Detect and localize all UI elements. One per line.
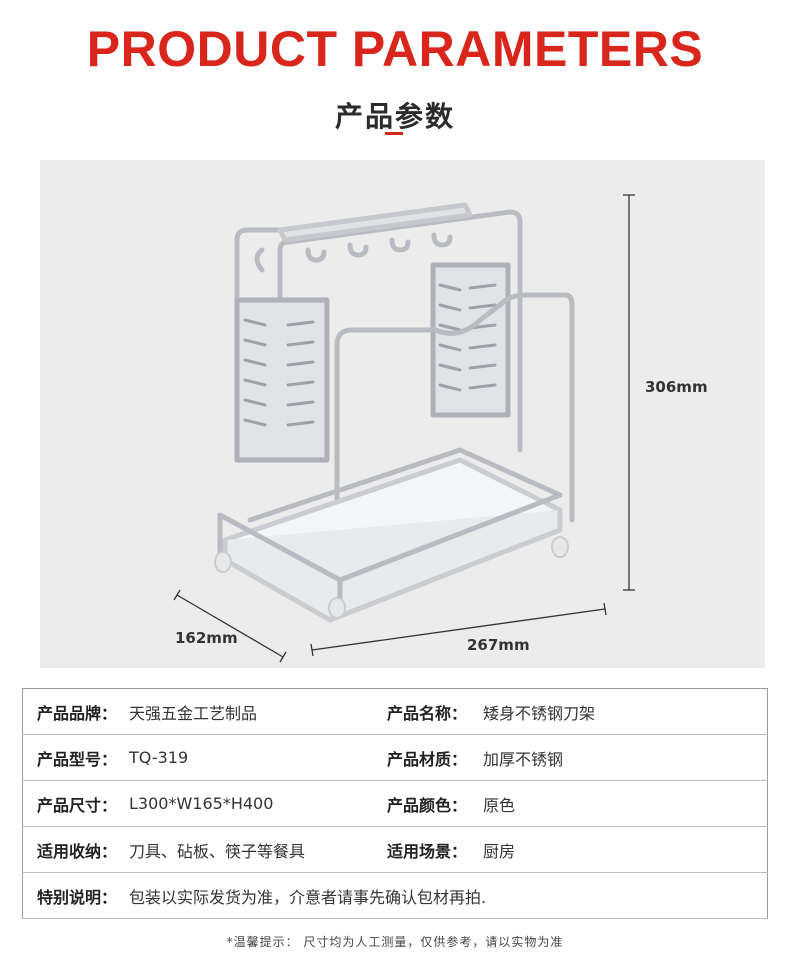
spec-row: 产品品牌： 天强五金工艺制品 产品名称： 矮身不锈钢刀架 [22,688,768,735]
storage-label: 适用收纳： [22,826,129,873]
footnote: *温馨提示： 尺寸均为人工测量，仅供参考，请以实物为准 [226,935,564,949]
note-value: 包装以实际发货为准，介意者请事先确认包材再拍. [129,872,768,919]
page-title: PRODUCT PARAMETERS [86,21,704,77]
dimension-depth-label: 162mm [175,629,238,647]
dimension-length-label: 267mm [467,636,530,654]
name-value: 矮身不锈钢刀架 [483,688,768,735]
spec-row: 适用收纳： 刀具、砧板、筷子等餐具 适用场景： 厨房 [22,826,768,873]
knife-rack-illustration [173,194,635,663]
dimension-height-label: 306mm [645,378,708,396]
spec-row: 产品尺寸： L300*W165*H400 产品颜色： 原色 [22,780,768,827]
spec-row: 产品型号： TQ-319 产品材质： 加厚不锈钢 [22,734,768,781]
name-label: 产品名称： [373,688,483,735]
subtitle-underline [385,132,403,135]
size-label: 产品尺寸： [22,780,129,827]
brand-label: 产品品牌： [22,688,129,735]
storage-value: 刀具、砧板、筷子等餐具 [129,826,373,873]
spec-row: 特别说明： 包装以实际发货为准，介意者请事先确认包材再拍. [22,872,768,919]
material-label: 产品材质： [373,734,483,781]
material-value: 加厚不锈钢 [483,734,768,781]
scene-value: 厨房 [483,826,768,873]
color-label: 产品颜色： [373,780,483,827]
scene-label: 适用场景： [373,826,483,873]
product-photo: 306mm 162mm 267mm [40,160,765,668]
color-value: 原色 [483,780,768,827]
brand-value: 天强五金工艺制品 [129,688,373,735]
size-value: L300*W165*H400 [129,780,373,827]
page-subtitle: 产品参数 [334,100,455,133]
model-value: TQ-319 [129,734,373,781]
note-label: 特别说明： [22,872,129,919]
spec-table: 产品品牌： 天强五金工艺制品 产品名称： 矮身不锈钢刀架 产品型号： TQ-31… [22,688,768,919]
model-label: 产品型号： [22,734,129,781]
